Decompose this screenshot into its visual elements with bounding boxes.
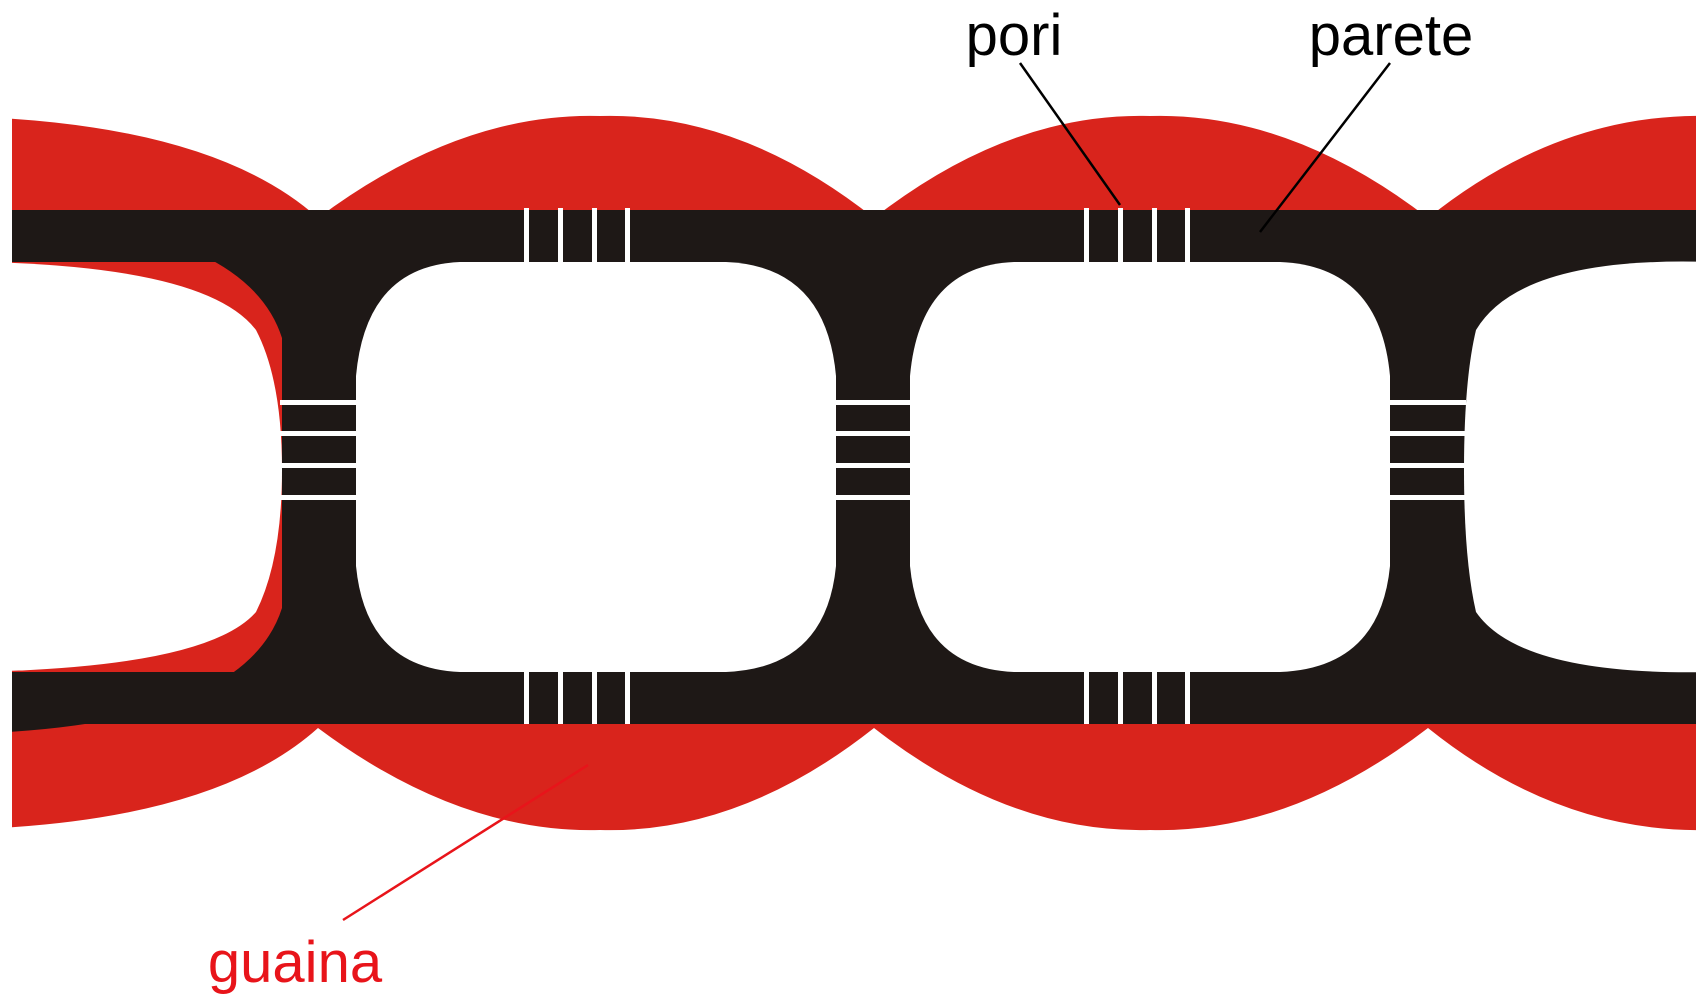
pore-slit bbox=[625, 208, 630, 264]
pori-group bbox=[280, 208, 1466, 724]
guaina-leader-line bbox=[342, 763, 589, 922]
pore-slit bbox=[834, 463, 912, 468]
pore-slit bbox=[1388, 431, 1466, 436]
pore-slit bbox=[834, 495, 912, 500]
pori-leader-line bbox=[1018, 62, 1122, 206]
pore-slit bbox=[1152, 208, 1157, 264]
cell-lumen-1 bbox=[12, 262, 282, 671]
pore-slit bbox=[1084, 668, 1089, 724]
pore-slit bbox=[1084, 208, 1089, 264]
parete-vertical-1 bbox=[282, 240, 356, 700]
pore-slit bbox=[558, 668, 563, 724]
pore-slit bbox=[834, 431, 912, 436]
pore-slit bbox=[592, 668, 597, 724]
pore-slit bbox=[280, 463, 358, 468]
parete-label: parete bbox=[1309, 3, 1473, 68]
pore-slit bbox=[1118, 668, 1123, 724]
pore-slit bbox=[592, 208, 597, 264]
pore-slit bbox=[1118, 208, 1123, 264]
pore-slit bbox=[1388, 400, 1466, 405]
parete-vertical-3 bbox=[1390, 240, 1464, 700]
pore-slit bbox=[1388, 463, 1466, 468]
pore-slit bbox=[625, 668, 630, 724]
cell-lumen-3 bbox=[910, 262, 1390, 672]
cell-lumen-4 bbox=[1464, 261, 1696, 673]
pore-slit bbox=[524, 208, 529, 264]
guaina-label: guaina bbox=[208, 930, 383, 995]
pore-slit bbox=[1185, 208, 1190, 264]
pore-slit bbox=[558, 208, 563, 264]
parete-vertical-2 bbox=[836, 240, 910, 700]
pore-slit bbox=[1152, 668, 1157, 724]
pori-label: pori bbox=[966, 3, 1063, 68]
parete-leader-line bbox=[1259, 62, 1391, 233]
cell-lumen-2 bbox=[356, 262, 836, 672]
pore-slit bbox=[280, 431, 358, 436]
pore-slit bbox=[280, 495, 358, 500]
pore-slit bbox=[1388, 495, 1466, 500]
pore-slit bbox=[524, 668, 529, 724]
pore-slit bbox=[834, 400, 912, 405]
pore-slit bbox=[1185, 668, 1190, 724]
pore-slit bbox=[280, 400, 358, 405]
